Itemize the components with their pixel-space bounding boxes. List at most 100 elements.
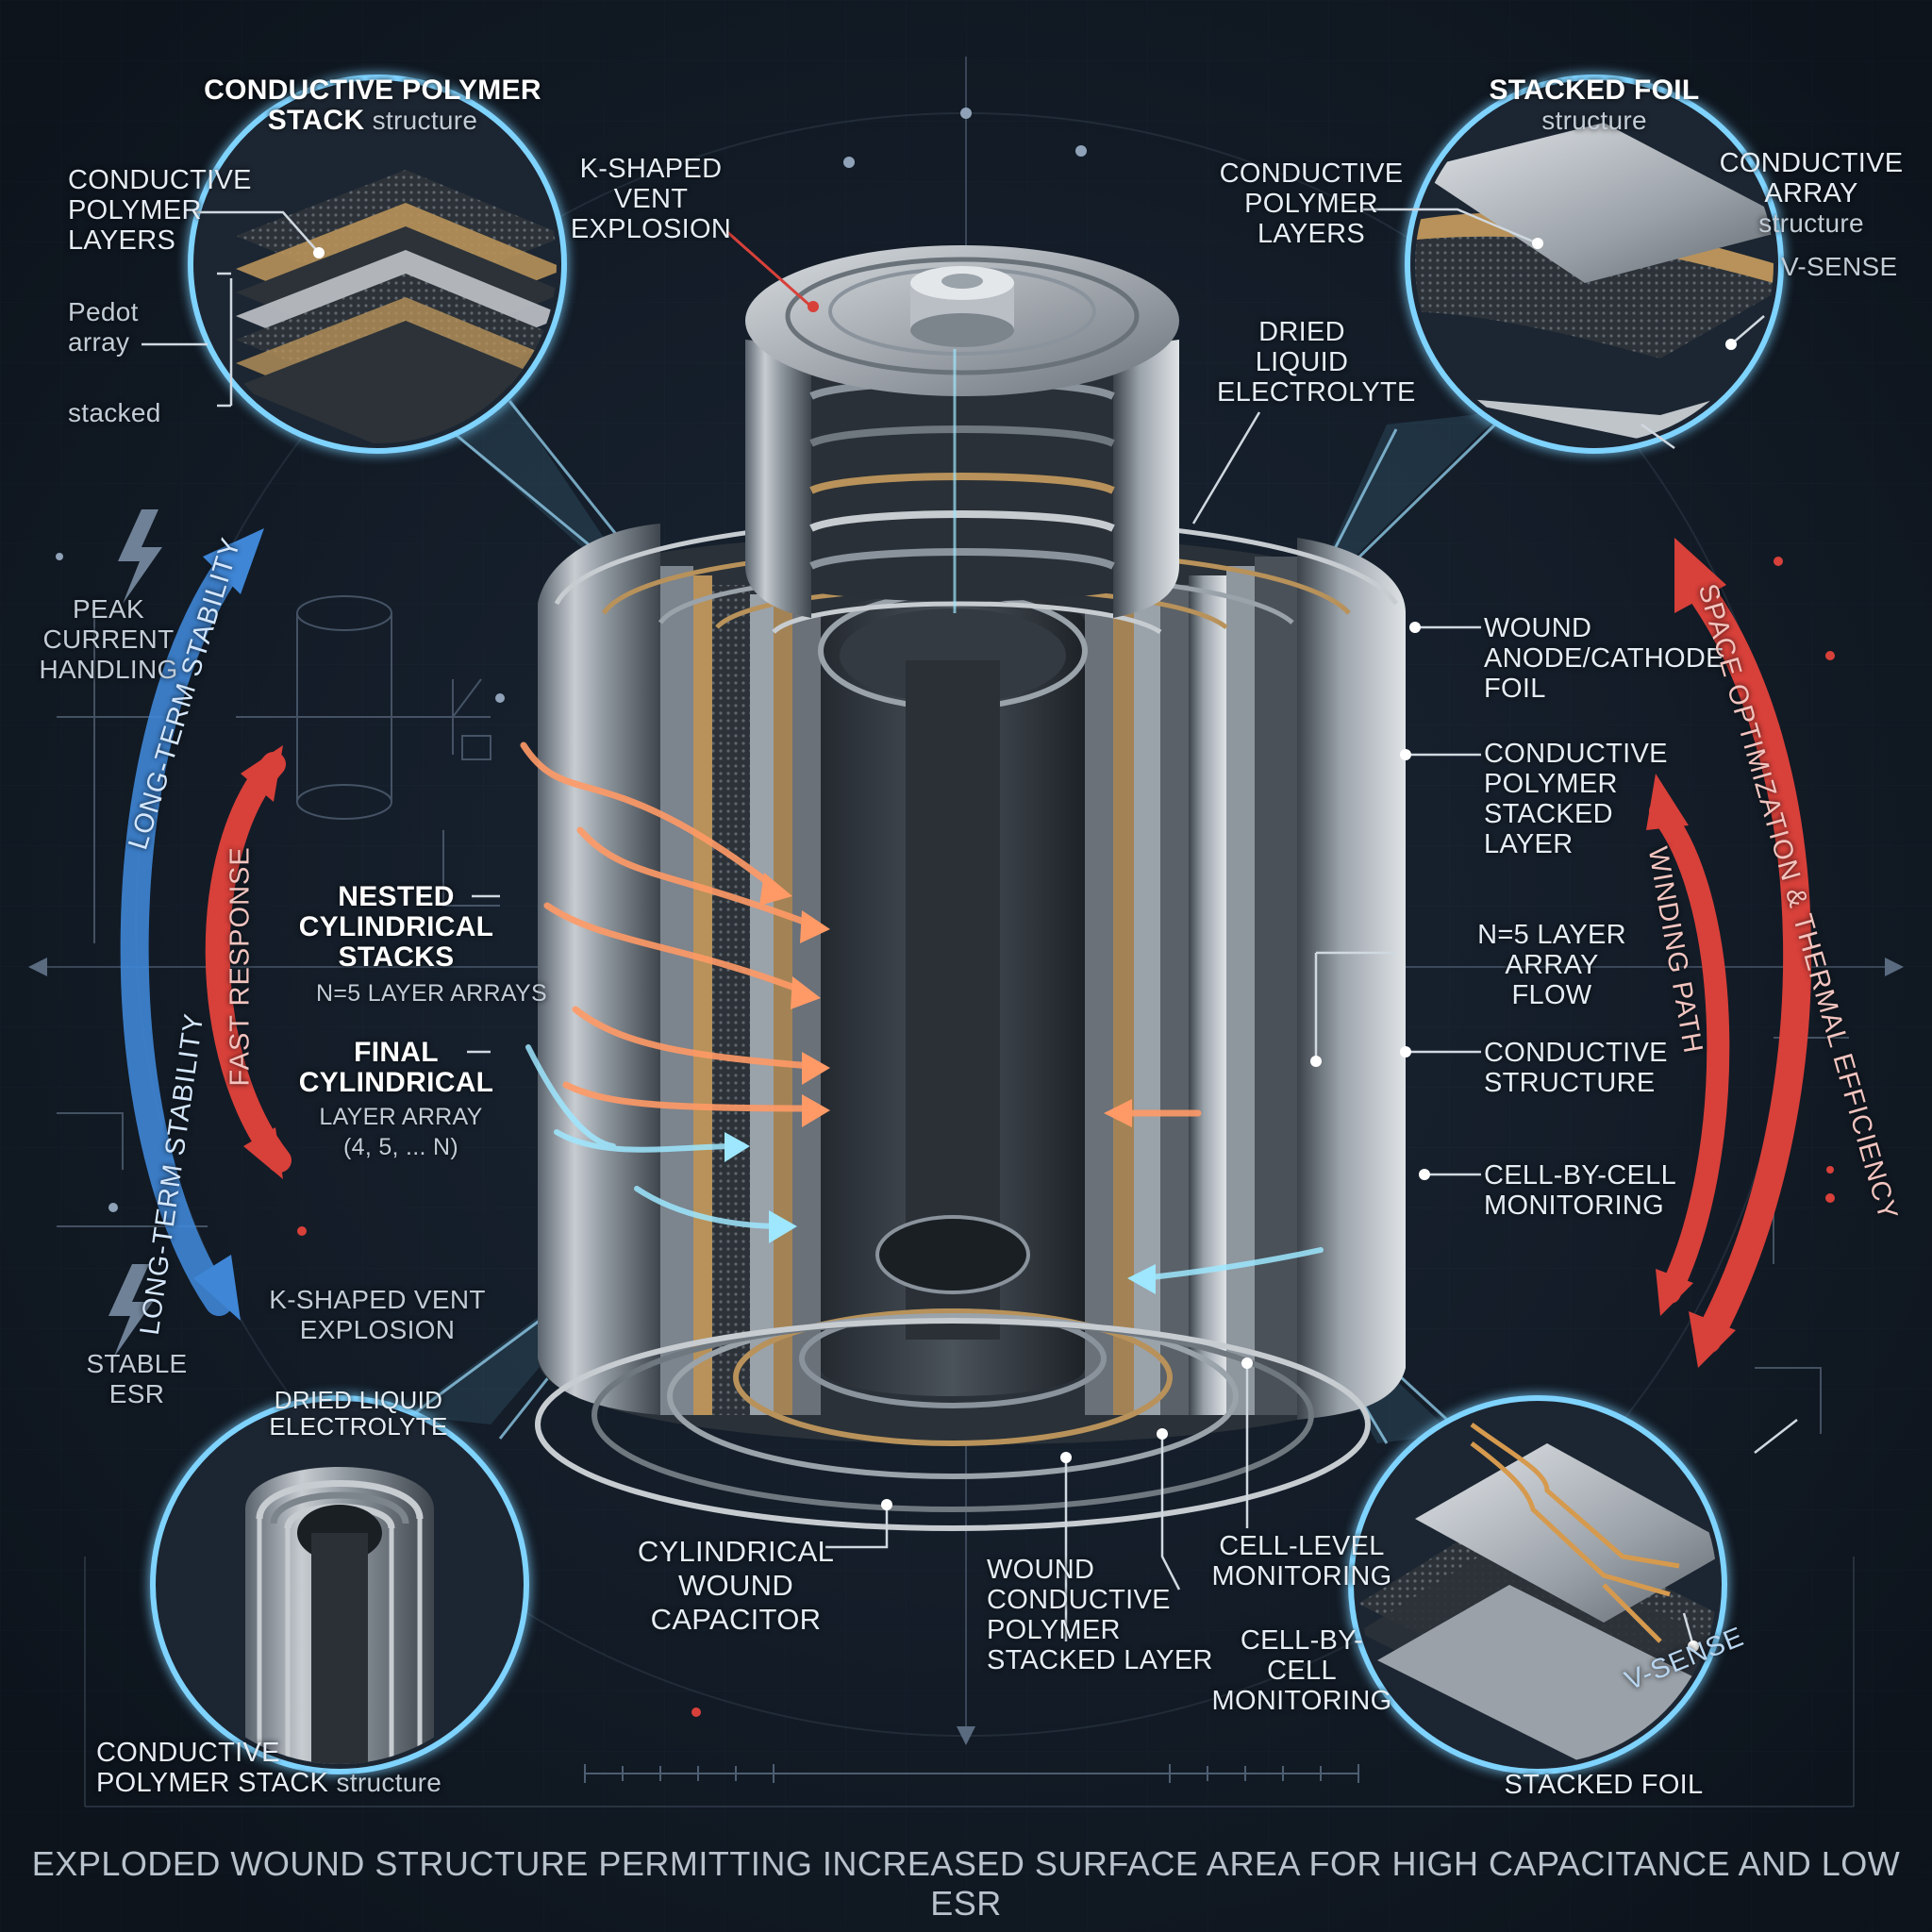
label-line: DRIED — [1258, 317, 1345, 347]
stable-esr-label: STABLE ESR — [80, 1349, 193, 1409]
flow-arrowheads-cyan — [724, 1132, 1156, 1294]
wound-conductive-label: WOUND CONDUCTIVE POLYMER STACKED LAYER — [987, 1555, 1213, 1675]
title-line: structure — [1541, 106, 1647, 135]
label-line: structure — [1758, 208, 1864, 238]
dried-bottom-label: DRIED LIQUID ELECTROLYTE — [255, 1387, 462, 1440]
peak-current-label: PEAK CURRENT HANDLING — [38, 594, 179, 685]
winding-path-arrow — [1646, 774, 1730, 1316]
tr-layers-label: CONDUCTIVE POLYMER LAYERS — [1217, 158, 1406, 249]
label-line: NESTED — [338, 881, 455, 912]
tr-array-label: CONDUCTIVE ARRAY structure — [1717, 148, 1906, 239]
final-sub-label: LAYER ARRAY (4, 5, ... N) — [311, 1102, 491, 1162]
label-line: CURRENT — [42, 625, 175, 654]
label-line: N=5 LAYER — [1477, 920, 1626, 950]
wound-foil-label: WOUND ANODE/CATHODE FOIL — [1484, 613, 1724, 704]
flow-arrowheads-orange — [759, 873, 1132, 1127]
caption: EXPLODED WOUND STRUCTURE PERMITTING INCR… — [31, 1844, 1901, 1923]
cell-by-cell-bottom-label: CELL-BY-CELL MONITORING — [1208, 1625, 1396, 1716]
label-line: FINAL — [354, 1037, 439, 1068]
stacked-foil-bottom-label: STACKED FOIL — [1504, 1770, 1704, 1800]
label-line: CONDUCTIVE — [1484, 739, 1668, 769]
label-line: CELL-LEVEL — [1219, 1531, 1385, 1561]
label-line: MONITORING — [1484, 1191, 1664, 1221]
flow-arrows-cyan — [525, 1044, 1324, 1281]
label-line: STRUCTURE — [1484, 1068, 1656, 1098]
label-line: WOUND — [987, 1555, 1095, 1585]
axis-arrowheads — [28, 958, 1904, 1745]
label-line: ELECTROLYTE — [269, 1412, 448, 1441]
top-left-title: CONDUCTIVE POLYMER STACK structure — [193, 75, 552, 136]
vent-marker — [808, 301, 819, 312]
inset-bottom-left — [150, 1395, 529, 1774]
label-line: ARRAY — [1505, 950, 1599, 980]
label-line: CONDUCTIVE — [96, 1738, 280, 1768]
label-line: POLYMER STACK — [96, 1768, 329, 1798]
tl-pedot-label: Pedot array — [68, 297, 139, 358]
vent-left-label: K-SHAPED VENT EXPLOSION — [269, 1285, 486, 1345]
label-line: EXPLOSION — [570, 214, 732, 244]
tr-vsense-label: V-SENSE — [1781, 252, 1898, 281]
nested-stacks-label: NESTED CYLINDRICAL STACKS — [292, 882, 500, 973]
label-line: POLYMER — [987, 1615, 1121, 1645]
fast-response-arrow — [205, 745, 291, 1179]
label-line: CONDUCTIVE — [1484, 1038, 1668, 1068]
label-line: LAYERS — [1257, 219, 1366, 249]
label-line: ESR — [108, 1379, 165, 1408]
label-line: STABLE — [86, 1349, 188, 1378]
label-line: CYLINDRICAL — [637, 1535, 835, 1568]
vent-leader — [725, 229, 812, 308]
title-line: STACKED FOIL — [1489, 75, 1700, 106]
title-line: CONDUCTIVE POLYMER — [204, 75, 541, 106]
label-line: EXPLOSION — [299, 1315, 456, 1344]
leader-lines — [142, 208, 1798, 1647]
inset-top-right — [1405, 75, 1784, 454]
dried-top-label: DRIED LIQUID ELECTROLYTE — [1217, 317, 1415, 408]
label-line: MONITORING — [1211, 1561, 1392, 1591]
tl-layers-label: CONDUCTIVE POLYMER LAYERS — [68, 165, 252, 256]
label-line: ANODE/CATHODE — [1484, 643, 1724, 674]
fast-response-label: FAST RESPONSE — [225, 846, 256, 1087]
label-line: CONDUCTIVE — [987, 1585, 1171, 1615]
bottom-left-title: CONDUCTIVE POLYMER STACK structure — [96, 1738, 441, 1798]
label-line: POLYMER — [68, 195, 202, 225]
label-line: POLYMER — [1484, 769, 1618, 799]
label-line: PEAK — [73, 594, 144, 624]
cp-stacked-label: CONDUCTIVE POLYMER STACKED LAYER — [1484, 739, 1668, 859]
label-line: FOIL — [1484, 674, 1546, 704]
leader-dots — [313, 238, 1737, 1652]
label-line: STACKED LAYER — [987, 1645, 1213, 1675]
label-line: WOUND CAPACITOR — [650, 1569, 822, 1636]
label-line: K-SHAPED — [579, 154, 723, 184]
tl-stacked-label: stacked — [68, 398, 161, 427]
label-line: MONITORING — [1211, 1686, 1392, 1716]
lightning-bolt-icon — [118, 509, 162, 604]
long-term-stability-arrow — [120, 528, 264, 1321]
label-line: CELL-BY-CELL — [1240, 1625, 1364, 1686]
label-line: POLYMER — [1244, 189, 1378, 219]
inset-bottom-right — [1348, 1395, 1727, 1774]
title-line: structure — [372, 106, 478, 135]
label-line: CONDUCTIVE — [1219, 158, 1404, 189]
lightning-bolt-icon — [108, 1264, 153, 1358]
label-line: CELL-BY-CELL — [1484, 1160, 1677, 1191]
cylindrical-wound-label: CYLINDRICAL WOUND CAPACITOR — [594, 1535, 877, 1637]
final-layer-label: FINAL CYLINDRICAL — [292, 1038, 500, 1098]
label-line: STACKED — [1484, 799, 1613, 829]
label-line: LAYER ARRAY — [319, 1104, 483, 1130]
inset-top-left — [188, 75, 567, 454]
label-line: FLOW — [1511, 980, 1592, 1010]
red-node-markers — [297, 557, 1835, 1717]
label-line: DRIED LIQUID — [274, 1386, 443, 1414]
label-line: CYLINDRICAL — [298, 1067, 494, 1098]
label-line: LIQUID — [1255, 347, 1349, 377]
label-line: CONDUCTIVE — [68, 165, 252, 195]
label-line: STACKS — [338, 941, 455, 973]
conductive-structure-label: CONDUCTIVE STRUCTURE — [1484, 1038, 1668, 1098]
cell-by-cell-right-label: CELL-BY-CELL MONITORING — [1484, 1160, 1676, 1221]
top-right-title: STACKED FOIL structure — [1453, 75, 1736, 136]
label-line: ARRAY — [1764, 178, 1858, 208]
label-line: (4, 5, ... N) — [343, 1134, 458, 1160]
label-line: HANDLING — [39, 655, 178, 684]
label-line: LAYER — [1484, 829, 1574, 859]
label-line: CONDUCTIVE — [1719, 148, 1904, 178]
